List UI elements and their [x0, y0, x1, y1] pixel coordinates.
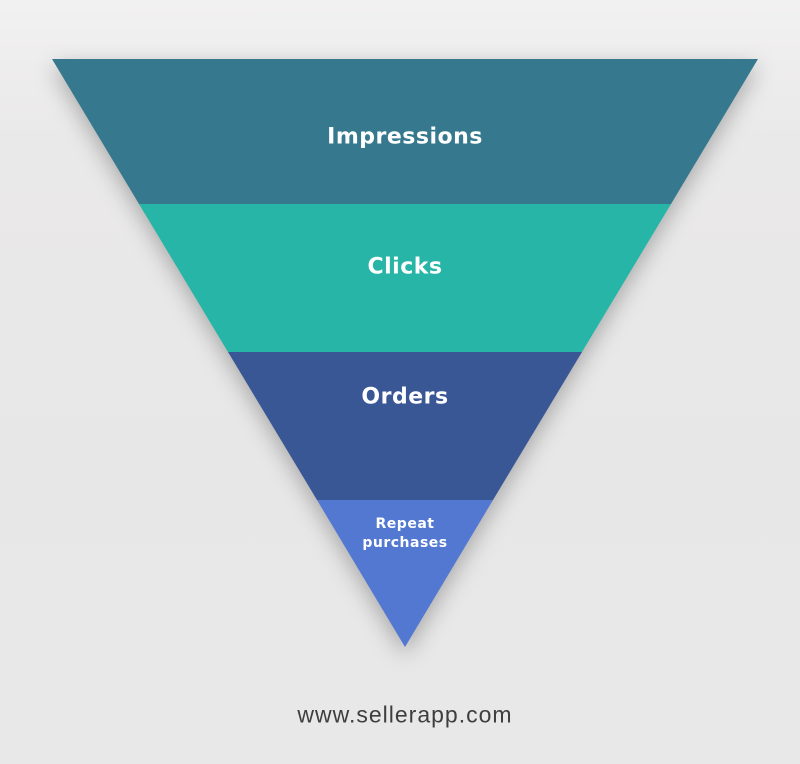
funnel-label-clicks: Clicks: [367, 254, 443, 280]
funnel-segment-orders: [228, 352, 582, 500]
funnel-label-repeat-purchases: Repeat purchases: [362, 516, 448, 551]
website-url: www.sellerapp.com: [297, 701, 513, 728]
funnel-label-orders: Orders: [361, 384, 449, 410]
funnel-segment-clicks: [139, 204, 671, 352]
funnel-label-impressions: Impressions: [327, 124, 483, 150]
funnel-segment-impressions: [52, 59, 758, 204]
funnel-segment-repeat-purchases: [317, 500, 493, 647]
